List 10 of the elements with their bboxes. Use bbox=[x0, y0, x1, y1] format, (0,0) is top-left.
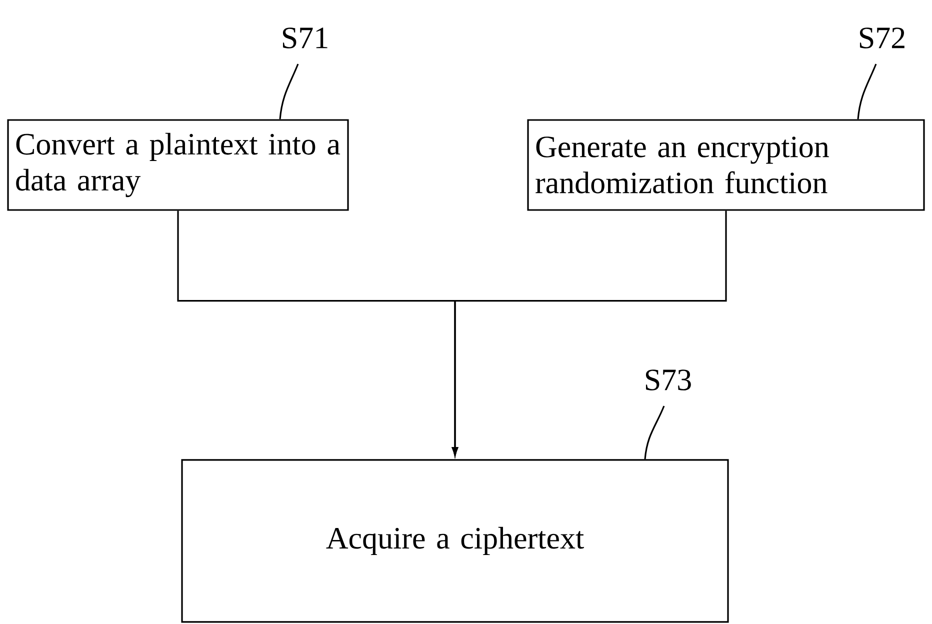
callout-number: S73 bbox=[646, 370, 691, 390]
callout-number: S71 bbox=[282, 28, 328, 48]
callout-number: S72 bbox=[860, 28, 904, 48]
leader-line bbox=[644, 406, 665, 460]
process-box: Convert a plaintext into a data array bbox=[7, 119, 349, 211]
process-box: Acquire a ciphertext bbox=[181, 459, 729, 623]
leader-line bbox=[857, 64, 877, 120]
arrow bbox=[452, 210, 727, 456]
leader-line bbox=[279, 64, 299, 120]
process-box: Generate an encryption randomization function bbox=[527, 119, 925, 211]
